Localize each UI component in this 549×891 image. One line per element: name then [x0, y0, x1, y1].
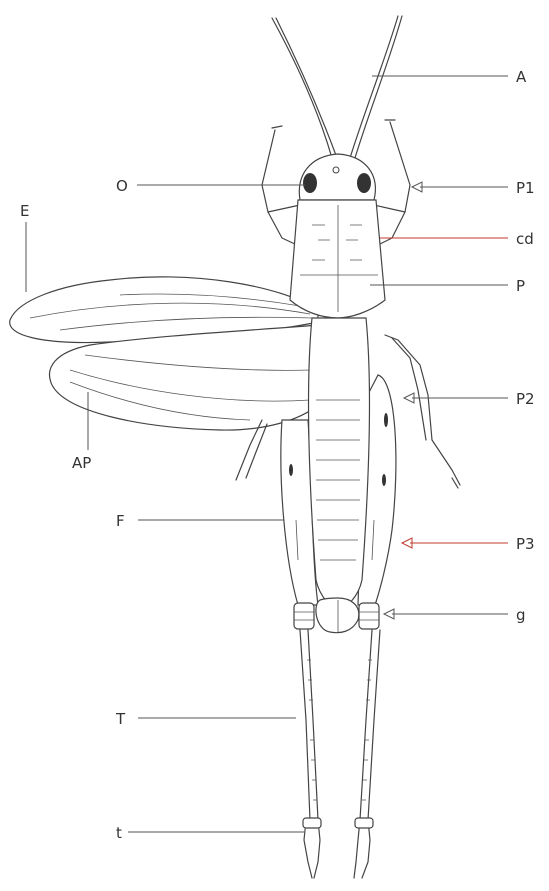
label-t: t: [116, 824, 122, 842]
label-P1: P1: [516, 179, 535, 197]
label-E: E: [20, 202, 29, 220]
leader-lines: [26, 76, 508, 832]
label-P: P: [516, 277, 525, 295]
label-F: F: [116, 512, 125, 530]
labels: A O P1 cd P E AP P2 F P3 g T t: [20, 68, 535, 842]
label-cd: cd: [516, 230, 534, 248]
hind-tibiae: [300, 630, 380, 820]
antennae: [272, 16, 402, 158]
left-compound-eye: [303, 173, 317, 193]
label-O: O: [116, 177, 128, 195]
label-P3: P3: [516, 535, 535, 553]
hind-tarsi: [303, 818, 373, 878]
label-P2: P2: [516, 390, 535, 408]
label-AP: AP: [72, 454, 91, 472]
label-A: A: [516, 68, 527, 86]
label-g: g: [516, 606, 526, 624]
right-compound-eye: [357, 173, 371, 193]
label-T: T: [115, 710, 126, 728]
